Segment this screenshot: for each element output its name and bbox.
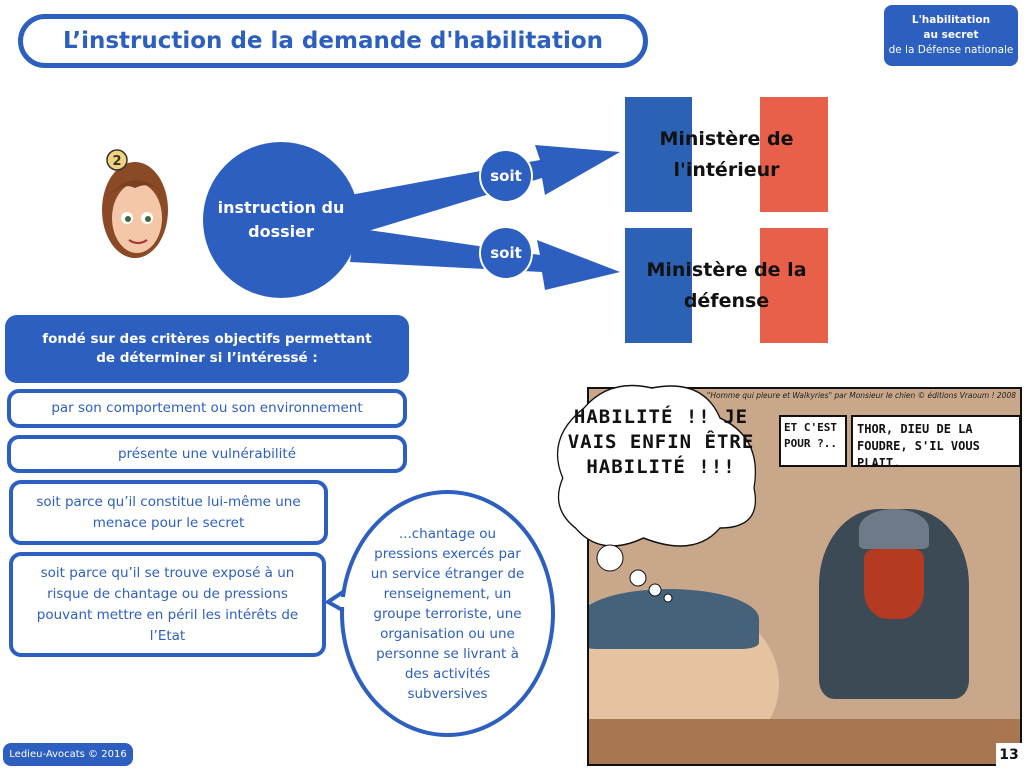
instruction-circle: instruction du dossier	[203, 142, 359, 298]
speech-bubble-2: THOR, DIEU DE LA FOUDRE, S'IL VOUS PLAIT…	[851, 415, 1020, 470]
avatar-number: 2	[112, 154, 121, 169]
criteria-item-1: par son comportement ou son environnemen…	[7, 389, 407, 428]
criteria-header: fondé sur des critères objectifs permett…	[5, 315, 409, 383]
criteria-item-2: présente une vulnérabilité	[7, 435, 407, 473]
speech-bubble-1: ET C'EST POUR ?..	[779, 415, 847, 467]
flag-box-defense: Ministère de la défense	[625, 228, 828, 343]
section-badge: L'habilitation au secret de la Défense n…	[884, 5, 1018, 66]
footer-copyright: Ledieu-Avocats © 2016	[3, 743, 133, 766]
soit-label-1: soit	[479, 149, 533, 203]
badge-line1: L'habilitation	[911, 14, 991, 26]
comic-credit: "Homme qui pleure et Walkyries" par Mons…	[706, 391, 1016, 400]
page-title: L’instruction de la demande d'habilitati…	[18, 14, 648, 68]
soit-label-2: soit	[479, 226, 533, 280]
ministere-interieur: Ministère de l'intérieur	[659, 127, 794, 181]
criteria-item-3: soit parce qu’il constitue lui-même une …	[9, 480, 328, 545]
ministere-defense: Ministère de la défense	[646, 258, 807, 312]
page-number: 13	[996, 743, 1022, 766]
flag-box-interieur: Ministère de l'intérieur	[625, 97, 828, 212]
note-oval: ...chantage ou pressions exercés par un …	[340, 490, 555, 737]
badge-line3: de la Défense nationale	[888, 44, 1014, 56]
criteria-item-4: soit parce qu’il se trouve exposé à un r…	[9, 552, 326, 657]
avatar-illustration: 2	[102, 149, 168, 258]
thought-bubble	[556, 384, 756, 603]
thought-text: HABILITÉ !! JE VAIS ENFIN ÊTRE HABILITÉ …	[567, 406, 755, 478]
badge-line2: au secret	[923, 29, 979, 41]
